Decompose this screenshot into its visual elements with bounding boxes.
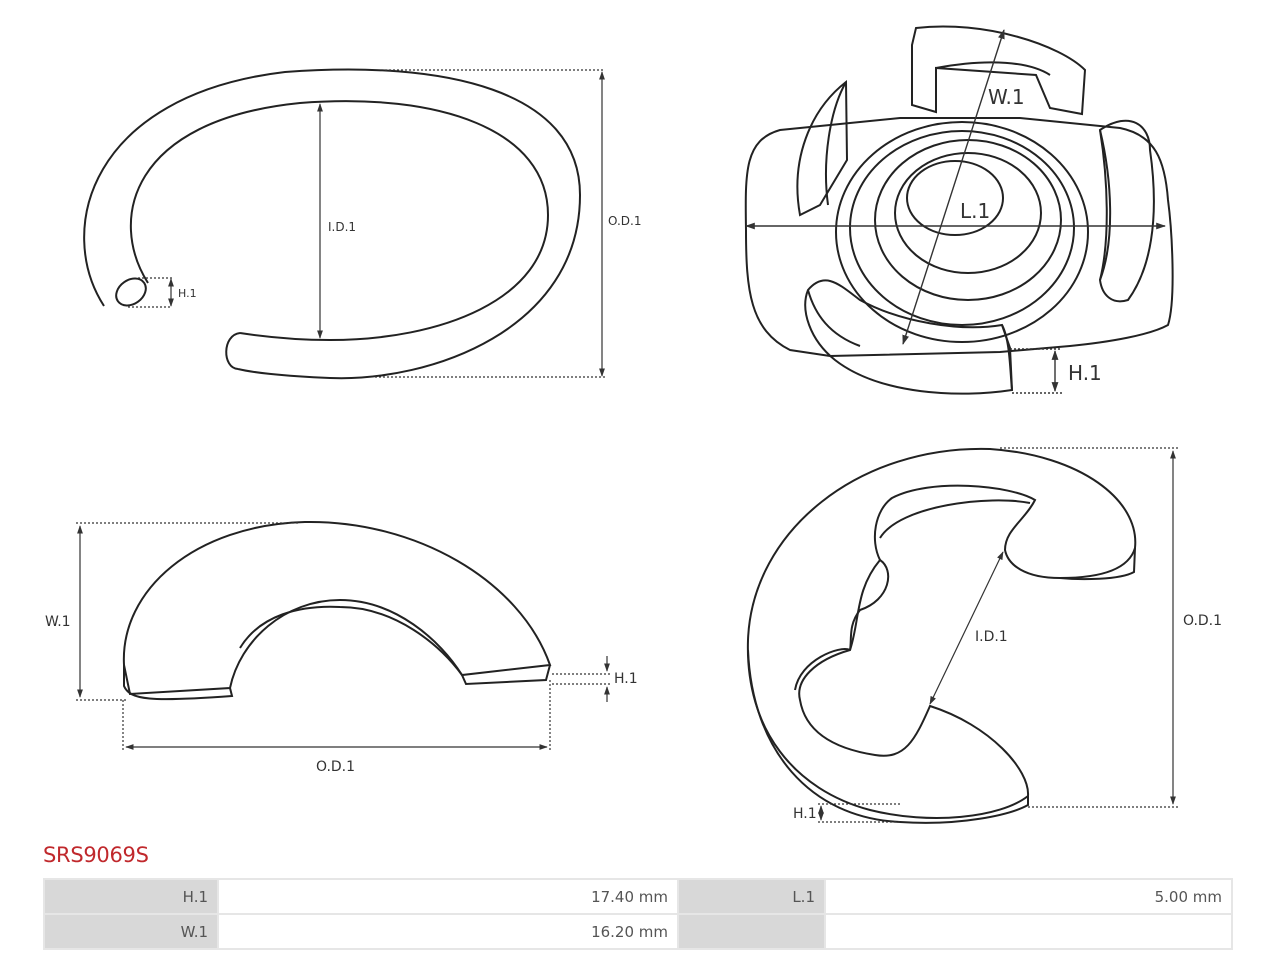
spec-value — [826, 915, 1231, 948]
kidney-outer-ring — [835, 121, 1089, 343]
kidney-l-label: L.1 — [960, 199, 990, 223]
arc-w-label: W.1 — [45, 614, 71, 630]
arc-od-label: O.D.1 — [316, 759, 355, 775]
view-eclip — [746, 447, 1137, 824]
view-eclip-dimensions — [818, 447, 1178, 823]
spec-value: 16.20 mm — [219, 915, 677, 948]
spec-label: L.1 — [679, 880, 824, 913]
eclip-outer-edge — [746, 447, 1137, 819]
eclip-inner-lip — [794, 499, 1031, 691]
view-ring — [83, 68, 582, 380]
eclip-id-label: I.D.1 — [975, 629, 1008, 645]
kidney-bottom-tab — [804, 279, 1014, 395]
kidney-right-tab — [1098, 119, 1155, 303]
kidney-h-label: H.1 — [1068, 361, 1102, 385]
part-code: SRS9069S — [43, 843, 149, 867]
view-kidney-dimensions — [745, 29, 1166, 394]
kidney-hole — [906, 160, 1004, 236]
ring-cross-section — [115, 277, 147, 307]
kidney-left-tab — [796, 79, 849, 217]
eclip-h-label: H.1 — [793, 806, 817, 822]
view-arc-dimensions — [76, 522, 612, 750]
eclip-od-label: O.D.1 — [1183, 613, 1222, 629]
arc-thickness — [123, 664, 551, 701]
spec-label: H.1 — [45, 880, 217, 913]
table-row: W.1 16.20 mm — [45, 915, 1231, 948]
ring-inner-edge — [129, 100, 550, 342]
arc-h-label: H.1 — [614, 671, 638, 687]
technical-drawing: I.D.1 O.D.1 H.1 W.1 L.1 H.1 — [45, 25, 1222, 824]
ring-id-label: I.D.1 — [328, 220, 356, 234]
ring-end-cap — [225, 332, 241, 370]
kidney-w-label: W.1 — [988, 85, 1025, 109]
specs-table: H.1 17.40 mm L.1 5.00 mm W.1 16.20 mm — [43, 878, 1233, 950]
arc-body — [122, 520, 552, 696]
spec-value: 17.40 mm — [219, 880, 677, 913]
view-ring-dimensions — [128, 69, 605, 378]
table-row: H.1 17.40 mm L.1 5.00 mm — [45, 880, 1231, 913]
ring-h-label: H.1 — [178, 287, 197, 300]
spec-label: W.1 — [45, 915, 217, 948]
ring-od-label: O.D.1 — [608, 214, 641, 228]
view-arc — [122, 520, 552, 701]
ring-outer-edge — [83, 68, 582, 380]
spec-value: 5.00 mm — [826, 880, 1231, 913]
spec-label — [679, 915, 824, 948]
